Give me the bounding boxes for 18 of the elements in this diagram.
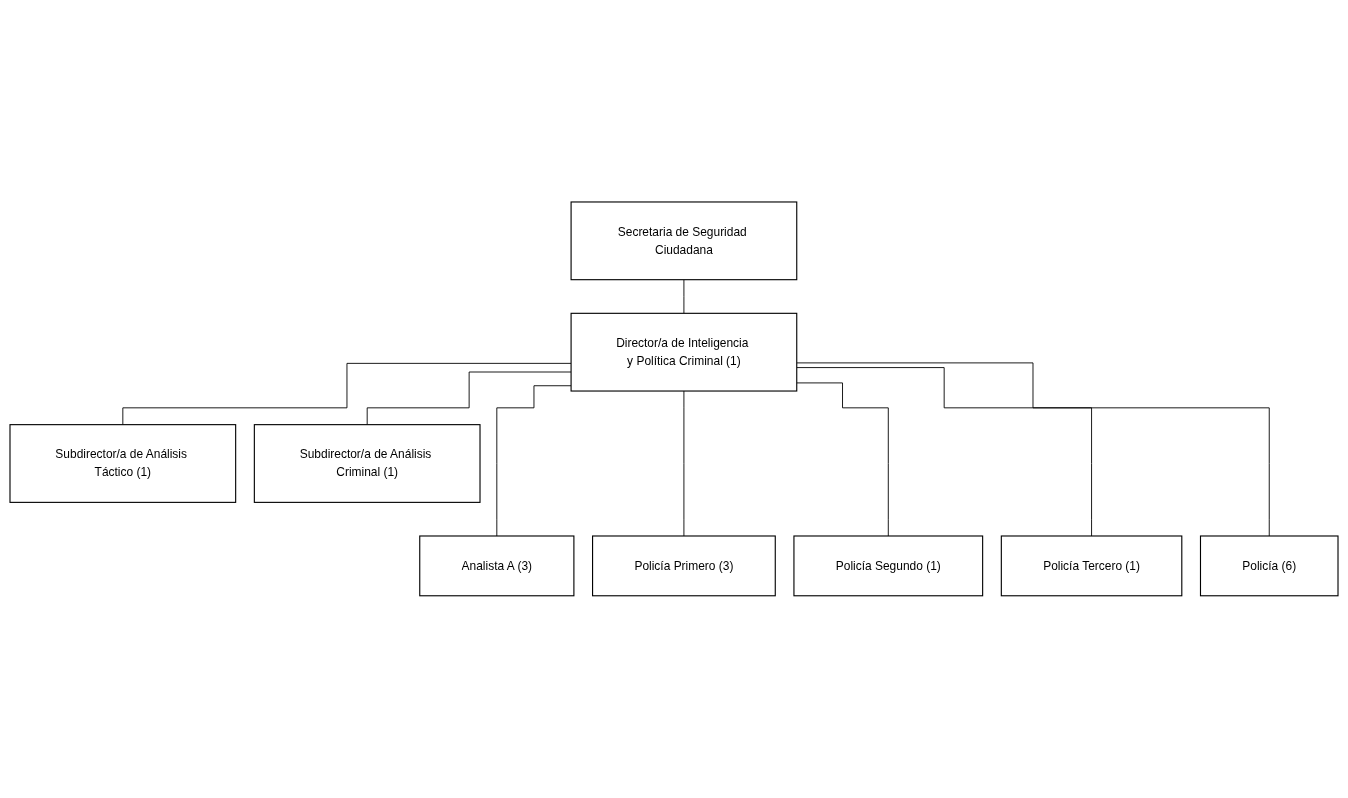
node-box xyxy=(570,201,798,281)
node-box xyxy=(9,424,237,504)
node-box xyxy=(419,535,575,597)
node-box xyxy=(1199,535,1339,597)
connector xyxy=(683,390,685,537)
node-box xyxy=(592,535,776,597)
node-box xyxy=(253,424,481,504)
node-box xyxy=(1000,535,1183,597)
connector xyxy=(796,362,1270,537)
connector xyxy=(796,382,889,537)
org-chart: Secretaria de Seguridad Ciudadana Director/a de Inteligencia y Política Criminal (1) Subdirector/a de Análisis Táctico (1) Subdirector/a de Análisis Criminal (1) Analista A (3) Policía Primero (3) Policía Segundo (1) Policía Tercero (1) Policía (6) xyxy=(4,196,1344,602)
connector xyxy=(366,371,572,426)
node-box xyxy=(570,312,798,392)
connector xyxy=(796,367,1092,537)
node-box xyxy=(793,535,984,597)
connector xyxy=(122,363,572,426)
connector xyxy=(683,279,685,314)
connector xyxy=(496,385,572,537)
